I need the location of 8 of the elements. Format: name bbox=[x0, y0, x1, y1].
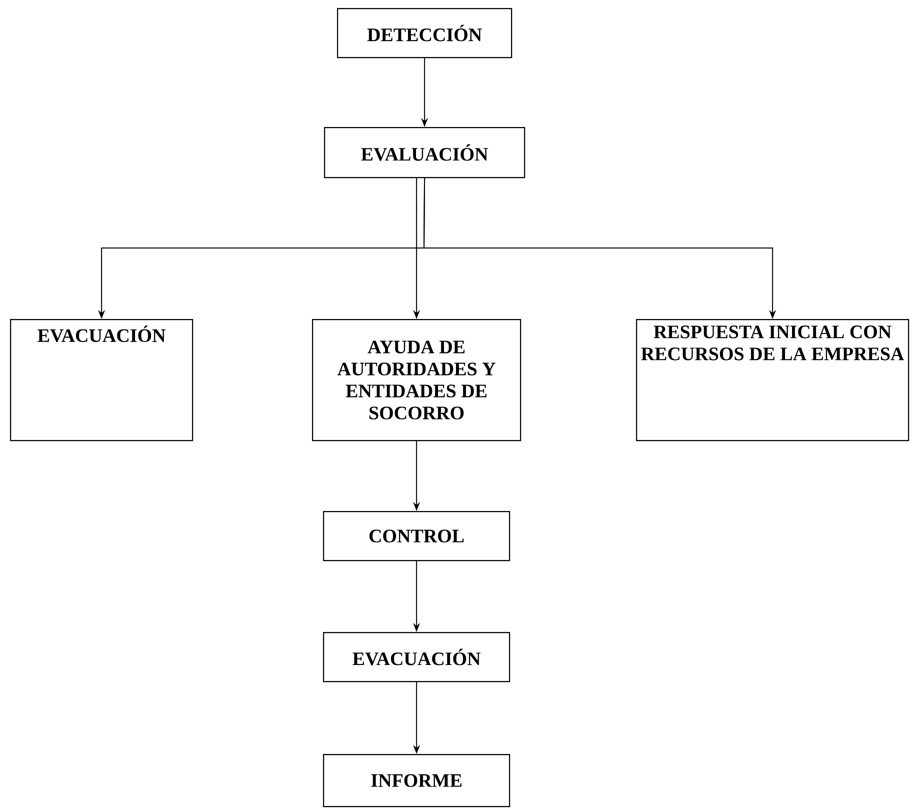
process-box: DETECCIÓN bbox=[337, 8, 512, 58]
process-box: EVALUACIÓN bbox=[324, 127, 526, 178]
process-box: EVACUACIÓN bbox=[323, 632, 510, 682]
process-box: CONTROL bbox=[323, 511, 510, 562]
process-box: RESPUESTA INICIAL CON RECURSOS DE LA EMPRESA bbox=[636, 319, 910, 442]
process-box: AYUDA DE AUTORIDADES Y ENTIDADES DE SOCORRO bbox=[312, 319, 522, 442]
process-box: EVACUACIÓN bbox=[10, 319, 194, 442]
process-box: INFORME bbox=[323, 754, 510, 808]
